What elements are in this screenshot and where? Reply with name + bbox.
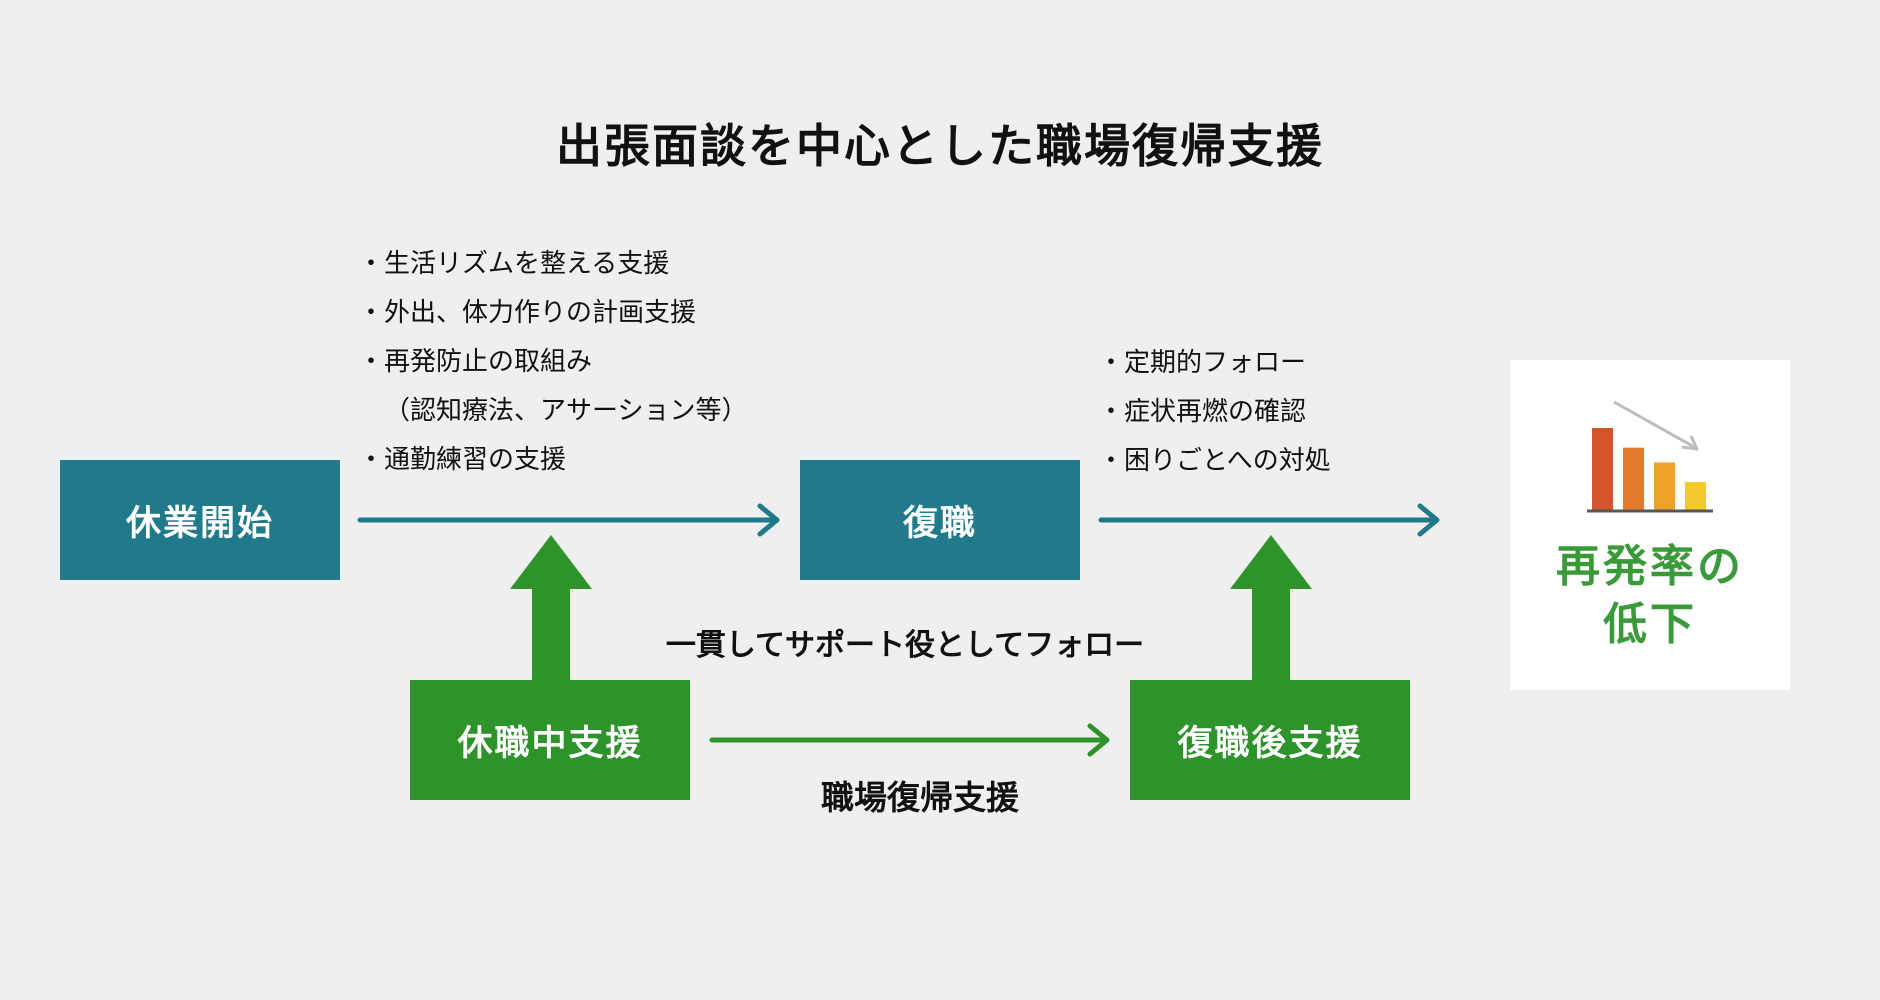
result-card: 再発率の 低下 [1510, 360, 1790, 690]
chart-bar [1685, 482, 1706, 510]
arrow-leave-to-return [357, 503, 780, 537]
node-post-return-support: 復職後支援 [1130, 680, 1410, 800]
page-title: 出張面談を中心とした職場復帰支援 [556, 119, 1324, 173]
result-line-1: 再発率の [1556, 541, 1744, 592]
note-item: ・通勤練習の支援 [358, 445, 567, 475]
chart-bar [1654, 462, 1675, 510]
trend-arrow-line [1613, 400, 1697, 450]
leave-support-notes: ・生活リズムを整える支援 ・外出、体力作りの計画支援 ・再発防止の取組み （認知… [358, 240, 747, 485]
trend-arrow-head [1681, 435, 1699, 451]
note-item: ・外出、体力作りの計画支援 [358, 298, 697, 328]
note-item: ・再発防止の取組み [358, 347, 593, 377]
note-item: ・困りごとへの対処 [1098, 446, 1331, 476]
chart-bar [1592, 428, 1613, 510]
consistent-support-label: 一貫してサポート役としてフォロー [665, 628, 1145, 663]
up-arrow-leave-support [510, 535, 592, 680]
result-text: 再発率の 低下 [1510, 538, 1790, 654]
note-item: ・定期的フォロー [1098, 348, 1307, 378]
up-arrow-post-return [1230, 535, 1312, 680]
post-return-notes: ・定期的フォロー ・症状再燃の確認 ・困りごとへの対処 [1098, 339, 1331, 486]
node-return-to-work: 復職 [800, 460, 1080, 580]
arrow-return-to-result [1098, 503, 1440, 537]
node-leave-start: 休業開始 [60, 460, 340, 580]
note-item: （認知療法、アサーション等） [384, 396, 748, 426]
note-item: ・症状再燃の確認 [1098, 397, 1307, 427]
node-leave-support: 休職中支援 [410, 680, 690, 800]
result-line-2: 低下 [1603, 599, 1697, 650]
decline-chart-icon [1587, 400, 1713, 513]
note-item: ・生活リズムを整える支援 [358, 249, 670, 279]
chart-bar [1623, 447, 1644, 510]
arrow-support-flow [709, 723, 1110, 757]
workplace-return-label: 職場復帰支援 [821, 778, 1019, 817]
